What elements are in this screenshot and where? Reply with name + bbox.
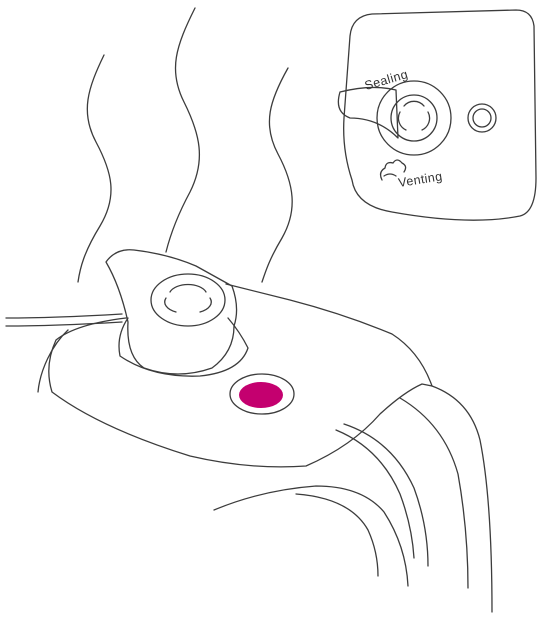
steam-plumes — [77, 7, 293, 283]
inset-release-handle — [337, 86, 399, 139]
steam-plume-left — [77, 54, 112, 283]
lid-left-edge — [37, 329, 69, 393]
inset-valve-ring — [376, 80, 452, 156]
steam-plume-right — [261, 67, 293, 283]
pressure-cord-upper — [5, 313, 123, 319]
lid-base-edge — [213, 485, 409, 587]
lid-handle-arc-upper — [343, 423, 429, 567]
sealing-label: Sealing — [363, 67, 410, 93]
steam-release-handle[interactable] — [105, 249, 238, 375]
inset-float-valve-outer — [467, 103, 497, 133]
steam-icon — [379, 159, 407, 181]
inset-lid-panel — [343, 9, 537, 221]
steam-plume-middle — [165, 7, 201, 253]
lid-inner-rim — [399, 397, 469, 589]
venting-label: Venting — [397, 169, 443, 190]
inset-valve-cap — [390, 94, 438, 142]
lid-handle-arc-lower — [335, 429, 415, 559]
lid-valve-collar — [118, 317, 249, 377]
inset-float-valve-inner — [472, 108, 492, 128]
float-valve-indicator — [239, 382, 283, 408]
steam-release-valve-top — [150, 273, 226, 327]
pressure-cord-lower — [5, 321, 123, 327]
cooker-lid — [5, 249, 493, 613]
lid-base-edge-inner — [295, 493, 379, 577]
inset-valve-slots — [397, 100, 431, 131]
lid-top-surface — [48, 283, 433, 468]
lid-rim-right — [431, 385, 493, 613]
valve-position-inset: Sealing Venting — [337, 9, 537, 221]
steam-release-valve-slots — [164, 283, 212, 313]
float-valve-ring — [229, 373, 295, 415]
